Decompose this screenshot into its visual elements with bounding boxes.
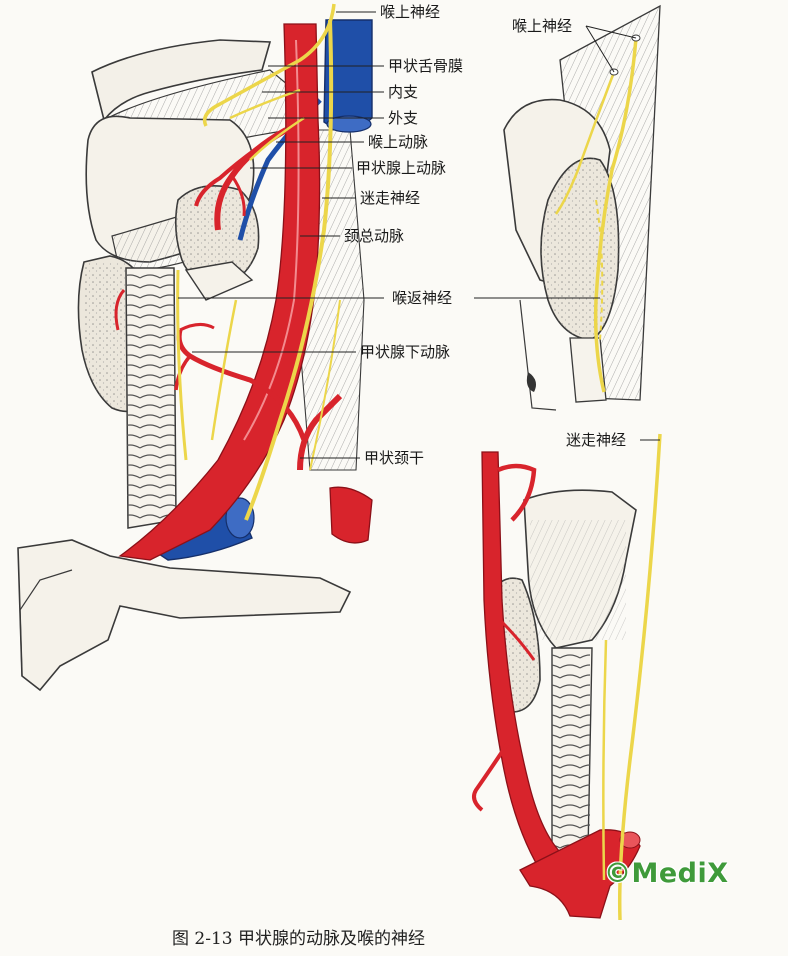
gland-cut-surface [184, 261, 254, 301]
lateral-dark-notch [526, 372, 536, 392]
superior-laryngeal-artery [194, 140, 268, 207]
jugular-cut-end [326, 115, 372, 133]
trachea-rings [127, 270, 175, 522]
hyoid-bone [91, 39, 272, 122]
label-superior-laryngeal-artery: 喉上动脉 [368, 133, 429, 151]
posterior-branch-top [497, 463, 537, 522]
recurrent-branch-b [210, 299, 238, 441]
vagus-nerve [244, 19, 334, 521]
posterior-aortic-arch [519, 829, 641, 919]
posterior-inferior-branch [472, 738, 512, 812]
label-posterior-vagus-nerve: 迷走神经 [566, 431, 627, 449]
posterior-trachea-rings [552, 650, 590, 850]
thyrocervical-trunk [297, 393, 343, 471]
posterior-branch-mid [498, 618, 536, 661]
label-thyrohyoid-membrane: 甲状舌骨膜 [388, 57, 464, 75]
label-thyrocervical-trunk: 甲状颈干 [364, 449, 425, 467]
lateral-superior-laryngeal-nerve [593, 37, 638, 393]
label-lateral-superior-laryngeal-nerve: 喉上神经 [512, 17, 573, 35]
posterior-vessel-cut [619, 831, 641, 849]
label-internal-branch: 内支 [388, 83, 419, 101]
label-common-carotid-artery: 颈总动脉 [344, 227, 405, 245]
watermark-medix: ©MediX [604, 858, 729, 889]
label-superior-thyroid-artery: 甲状腺上动脉 [356, 159, 447, 177]
posterior-larynx-hatch [530, 520, 626, 640]
label-external-branch: 外支 [388, 109, 419, 127]
lateral-nerve-branch [554, 71, 616, 215]
label-vagus-nerve: 迷走神经 [360, 189, 421, 207]
upper-branch-b [230, 175, 246, 217]
posterior-view [472, 433, 662, 921]
lateral-view [503, 4, 661, 411]
sympathetic-trunk [309, 299, 341, 471]
external-branch-nerve [249, 116, 305, 161]
clavicle [17, 539, 352, 692]
label-superior-laryngeal-nerve: 喉上神经 [380, 3, 441, 21]
thyroid-lobe-artery [114, 289, 126, 331]
leader-lines [178, 11, 660, 459]
vein-cut-end [225, 497, 255, 539]
lateral-cut-line [519, 299, 557, 411]
lateral-thyroid-stipple [541, 158, 619, 340]
lateral-nerve-dashed [595, 199, 604, 341]
internal-branch-nerve [229, 88, 301, 120]
posterior-vagus-nerve [617, 433, 662, 921]
label-recurrent-laryngeal-nerve: 喉返神经 [392, 289, 453, 307]
subclavian-artery [329, 486, 373, 544]
recurrent-laryngeal-nerve [176, 269, 188, 461]
superior-thyroid-artery [214, 127, 288, 231]
sternum-edge [19, 569, 73, 677]
figure-caption: 图 2-13 甲状腺的动脉及喉的神经 [172, 929, 425, 949]
inferior-branch-b [179, 323, 215, 332]
label-inferior-thyroid-artery: 甲状腺下动脉 [360, 343, 451, 361]
posterior-recurrent-nerve [602, 639, 608, 881]
main-view [17, 3, 373, 692]
superior-laryngeal-nerve [202, 3, 336, 127]
